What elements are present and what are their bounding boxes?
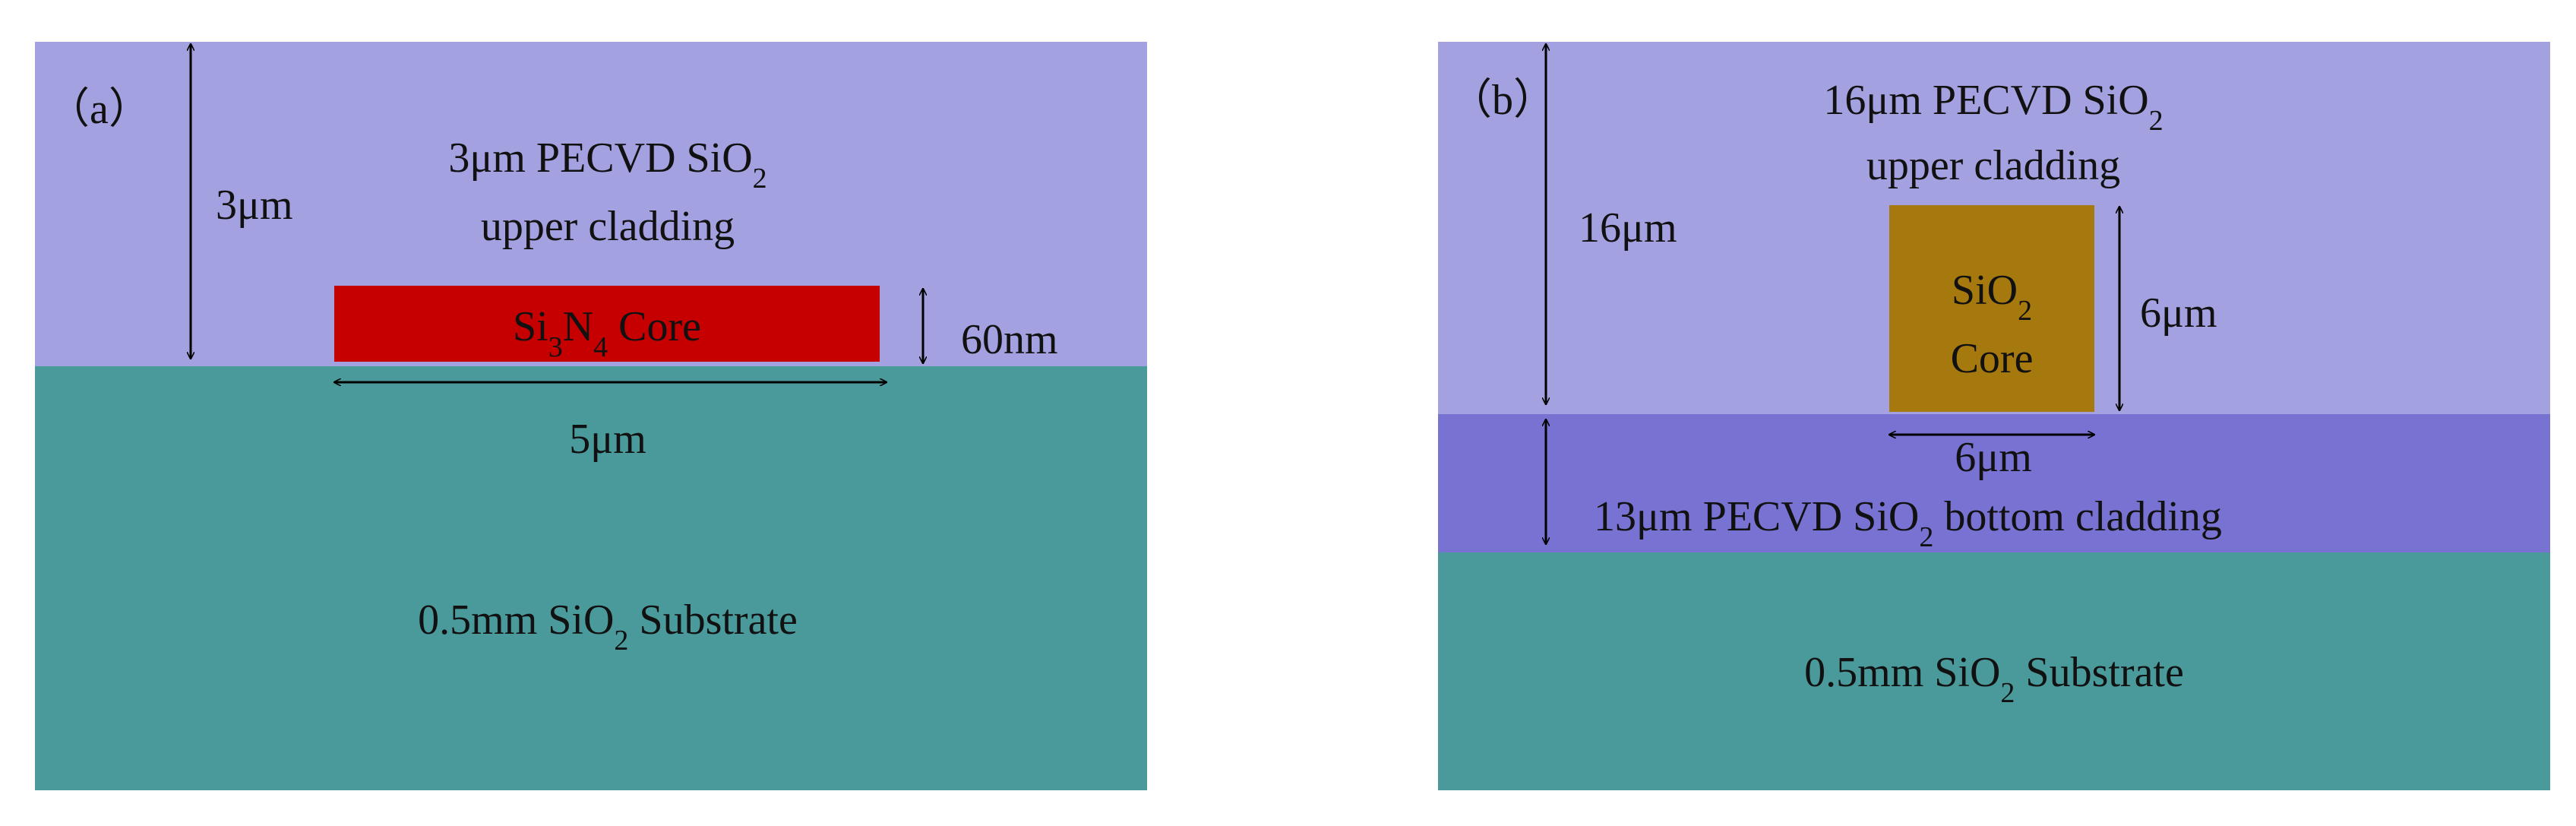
panel-a-upper-cladding-label: 3μm PECVD SiO2 xyxy=(448,135,766,195)
panel-b-upper-thickness-label: 16μm xyxy=(1579,204,1677,252)
panel-b-substrate-label: 0.5mm SiO2 Substrate xyxy=(1804,649,2184,709)
panel-b-sio2-core xyxy=(1889,205,2094,412)
panel-a-core-width-label: 5μm xyxy=(569,416,646,463)
panel-b-upper-cladding-label: 16μm PECVD SiO2 xyxy=(1823,77,2163,137)
panel-a-si3n4-core xyxy=(334,286,880,362)
panel-b-upper-cladding-label-line2: upper cladding xyxy=(1866,142,2120,189)
panel-b-core-label-line2: Core xyxy=(1951,335,2034,382)
panel-b-substrate xyxy=(1438,552,2550,790)
panel-a-core-thickness-label: 60nm xyxy=(961,316,1058,363)
panel-b-bottom-cladding-label: 13μm PECVD SiO2 bottom cladding xyxy=(1594,493,2222,553)
panel-a-substrate xyxy=(35,366,1147,790)
panel-b: （b） 16μm PECVD SiO2 upper cladding 16μm … xyxy=(1438,42,2550,790)
panel-a-core-label: Si3N4 Core xyxy=(513,303,701,363)
panel-a-substrate-label: 0.5mm SiO2 Substrate xyxy=(418,597,798,657)
panel-a-upper-thickness-label: 3μm xyxy=(216,182,293,229)
panel-a-upper-cladding-label-line2: upper cladding xyxy=(481,203,735,250)
panel-a: （a） 3μm PECVD SiO2 upper cladding Si3N4 … xyxy=(35,42,1147,790)
panel-b-tag: （b） xyxy=(1449,77,1556,124)
panel-b-core-height-label: 6μm xyxy=(2140,290,2217,337)
panel-b-core-width-label: 6μm xyxy=(1955,434,2032,481)
panel-b-core-label: SiO2 xyxy=(1952,267,2032,327)
panel-a-tag: （a） xyxy=(47,86,151,133)
